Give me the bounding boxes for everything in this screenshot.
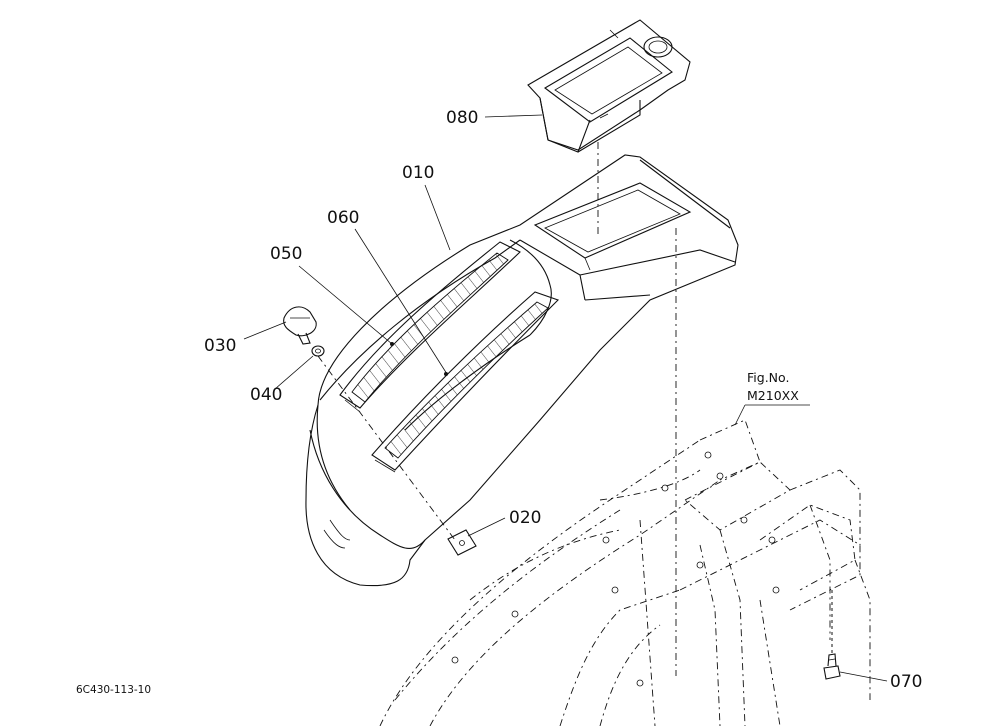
callout-070: 070: [890, 672, 922, 692]
leader-lines: [243, 114, 888, 682]
bolt-070: [823, 653, 841, 680]
rubber-mat-050: [339, 241, 521, 413]
figure-ref-label: Fig.No.: [747, 370, 789, 385]
washer-040: [311, 345, 325, 357]
callout-060: 060: [327, 208, 359, 228]
callout-020: 020: [509, 508, 541, 528]
knob-030: [283, 306, 317, 345]
callout-010: 010: [402, 163, 434, 183]
clip-nut-020: [447, 529, 477, 556]
callout-080: 080: [446, 108, 478, 128]
figure-ref-number: M210XX: [747, 388, 799, 403]
callout-030: 030: [204, 336, 236, 356]
callout-050: 050: [270, 244, 302, 264]
assembly-lines: [317, 142, 833, 676]
console-cover-010: [305, 154, 739, 587]
rubber-mat-060: [371, 291, 560, 473]
document-code: 6C430-113-10: [76, 684, 151, 696]
callout-040: 040: [250, 385, 282, 405]
storage-tray-080: [527, 19, 691, 153]
chassis-frame: [379, 419, 871, 726]
